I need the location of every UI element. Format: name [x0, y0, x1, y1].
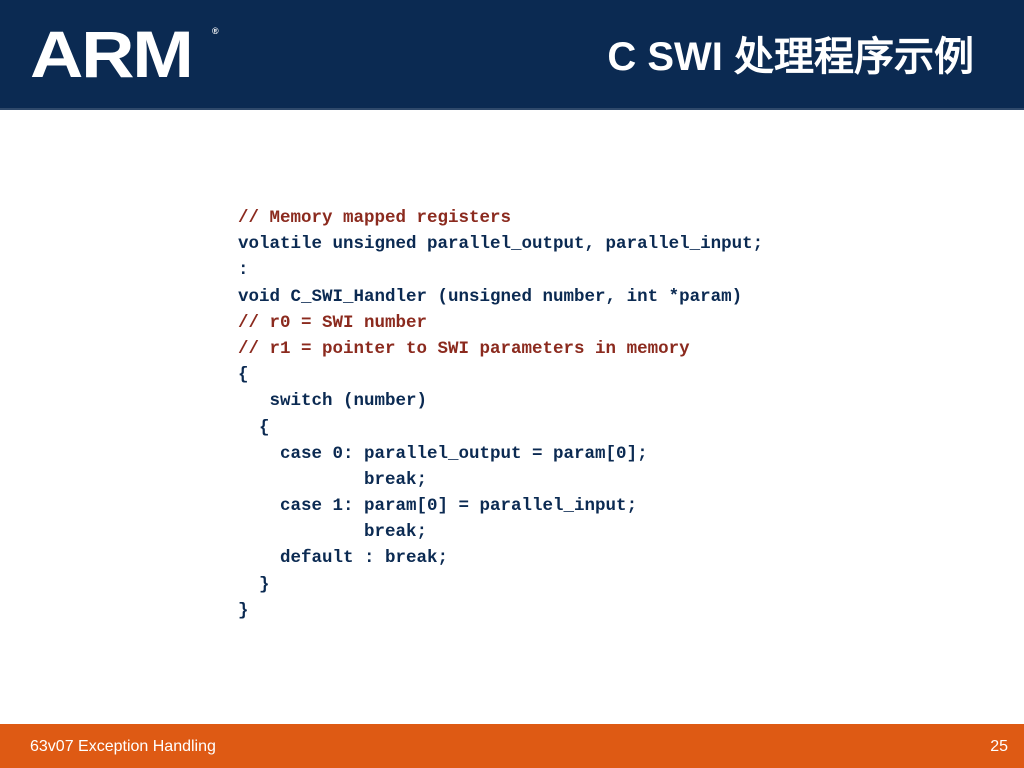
code-line: {: [238, 365, 249, 386]
code-line: {: [238, 417, 270, 438]
code-line: switch (number): [238, 391, 428, 412]
code-comment-line: // Memory mapped registers: [238, 208, 512, 228]
code-block: // Memory mapped registers volatile unsig…: [238, 205, 763, 624]
registered-mark: ®: [212, 26, 219, 36]
code-comment-line: // r1 = pointer to SWI parameters in mem…: [238, 338, 690, 359]
code-line: :: [238, 260, 249, 281]
slide-header: ARM ® C SWI 处理程序示例: [0, 0, 1024, 110]
footer-label: 63v07 Exception Handling: [30, 738, 216, 755]
page-number: 25: [990, 738, 1008, 755]
code-line: case 0: parallel_output = param[0];: [238, 443, 648, 464]
code-line: volatile unsigned parallel_output, paral…: [238, 234, 764, 255]
code-line: void C_SWI_Handler (unsigned number, int…: [238, 286, 743, 307]
arm-logo: ARM ®: [30, 21, 219, 87]
code-line: break;: [238, 469, 428, 490]
code-comment-line: // r0 = SWI number: [238, 312, 428, 333]
code-line: }: [238, 600, 249, 621]
slide-title: C SWI 处理程序示例: [607, 35, 974, 79]
code-line: default : break;: [238, 548, 449, 569]
code-line: case 1: param[0] = parallel_input;: [238, 496, 638, 517]
code-line: }: [238, 574, 270, 595]
slide-footer: 63v07 Exception Handling 25: [0, 724, 1024, 768]
logo-text: ARM: [30, 17, 194, 91]
code-line: break;: [238, 522, 428, 543]
